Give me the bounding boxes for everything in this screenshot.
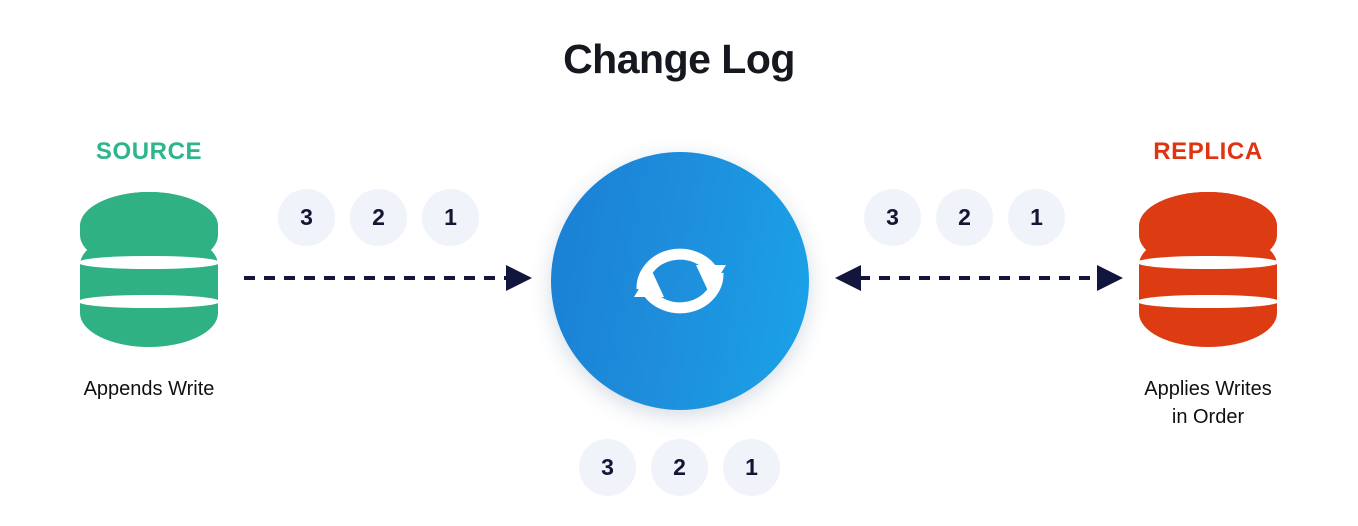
badge: 3 <box>278 189 335 246</box>
db-gap-lower <box>78 295 220 308</box>
db-cap <box>80 192 218 260</box>
db-gap-upper <box>1137 256 1279 269</box>
badge: 1 <box>1008 189 1065 246</box>
source-label: SOURCE <box>95 138 203 165</box>
badge: 1 <box>422 189 479 246</box>
source-database-icon <box>78 192 220 350</box>
replica-label: REPLICA <box>1153 138 1263 165</box>
badge: 2 <box>651 439 708 496</box>
replica-node: REPLICA Applies Writes in Order <box>1068 140 1348 431</box>
badge: 3 <box>864 189 921 246</box>
replica-caption-line1: Applies Writes <box>1144 378 1272 400</box>
log-sequence-badges: 3 2 1 <box>579 439 780 496</box>
badge: 3 <box>579 439 636 496</box>
db-cap <box>1139 192 1277 260</box>
replica-database-icon <box>1137 192 1279 350</box>
page-title: Change Log <box>563 36 795 82</box>
source-node: SOURCE Appends Write <box>9 140 289 404</box>
badge: 1 <box>723 439 780 496</box>
badge: 2 <box>350 189 407 246</box>
sync-icon <box>634 248 726 314</box>
replica-sequence-badges: 3 2 1 <box>864 189 1065 246</box>
change-log-hub <box>551 152 809 410</box>
replica-caption-line2: in Order <box>1171 405 1245 428</box>
source-to-log-arrow <box>244 265 532 291</box>
replica-caption: Applies Writes in Order <box>1068 376 1348 431</box>
log-to-replica-arrow <box>835 265 1123 291</box>
source-sequence-badges: 3 2 1 <box>278 189 479 246</box>
source-caption: Appends Write <box>83 378 215 400</box>
badge: 2 <box>936 189 993 246</box>
db-gap-upper <box>78 256 220 269</box>
db-gap-lower <box>1137 295 1279 308</box>
